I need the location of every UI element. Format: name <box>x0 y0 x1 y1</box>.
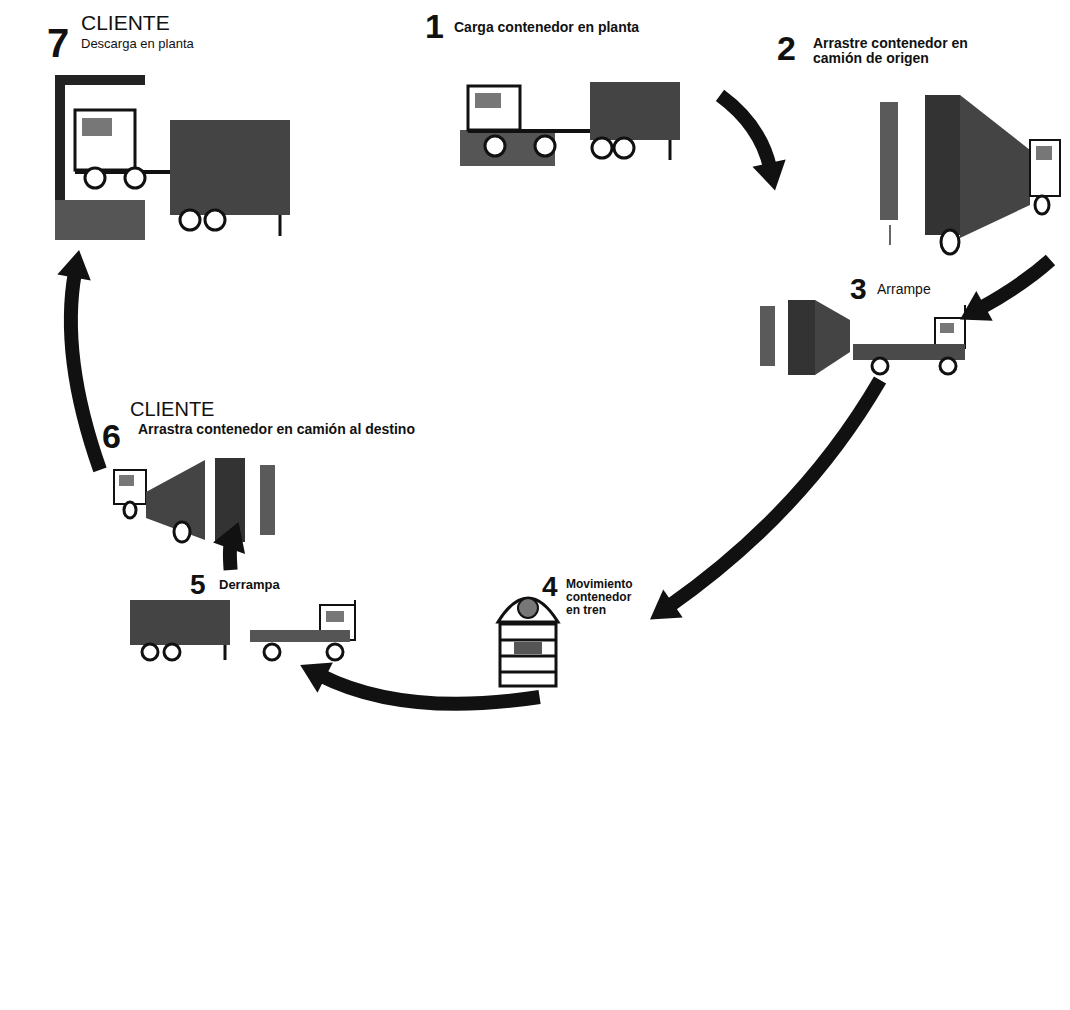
step-number: 6 <box>102 418 121 455</box>
step-box: 6 CLIENTE Arrastra contenedor en camión al… <box>100 398 430 522</box>
train-emblem <box>498 598 558 686</box>
step-title: Arrastre contenedor en camión de origen <box>813 36 981 67</box>
truck-at-dock <box>460 82 680 166</box>
step-title: Arrastra contenedor en camión al destino <box>138 422 420 437</box>
arrow-head <box>752 159 785 190</box>
arrow-head <box>213 522 245 554</box>
flow-arrow <box>213 522 245 570</box>
flow-arrow <box>960 260 1051 321</box>
step-box: 4 Movimiento contenedor en tren <box>490 572 650 697</box>
step-title: Carga contenedor en planta <box>454 20 720 35</box>
arrow-head <box>650 590 683 620</box>
flow-arrow <box>300 663 539 704</box>
step-number: 2 <box>777 30 796 67</box>
step-title: Arrampe <box>877 282 957 297</box>
truck-at-dock <box>55 75 290 240</box>
truck-perspective <box>114 458 275 542</box>
arrow-head <box>960 291 993 321</box>
step-number: 1 <box>425 8 444 45</box>
arrow-head <box>57 250 90 281</box>
step-box: 1 Carga contenedor en planta <box>420 8 720 173</box>
arrow-line <box>980 260 1051 309</box>
step-number: 7 <box>47 21 69 65</box>
step-number: 5 <box>190 570 206 601</box>
flow-arrow <box>57 250 100 470</box>
step-number: 4 <box>542 572 558 603</box>
step-box: 3 Arrampe <box>755 272 960 380</box>
step-number: 3 <box>850 272 867 305</box>
step-box: 5 Derrampa <box>125 570 365 665</box>
arrow-line <box>720 95 770 168</box>
step-title: Descarga en planta <box>81 37 301 51</box>
step-box: 2 Arrastre contenedor en camión de origen <box>775 28 1065 260</box>
flow-arrow <box>650 380 880 620</box>
ramp-loading <box>760 300 965 375</box>
step-title: Derrampa <box>219 578 339 592</box>
arrow-head <box>300 663 333 693</box>
ramp-unloading <box>130 600 355 660</box>
step-title: Movimiento contenedor en tren <box>566 578 648 618</box>
arrow-line <box>320 675 539 704</box>
flow-arrow <box>720 95 786 190</box>
arrow-line <box>71 272 100 470</box>
client-heading: CLIENTE <box>81 11 170 34</box>
client-heading: CLIENTE <box>130 398 214 420</box>
truck-perspective <box>880 95 1060 254</box>
step-box: 7 CLIENTE Descarga en planta <box>45 5 307 250</box>
arrow-line <box>668 380 880 607</box>
